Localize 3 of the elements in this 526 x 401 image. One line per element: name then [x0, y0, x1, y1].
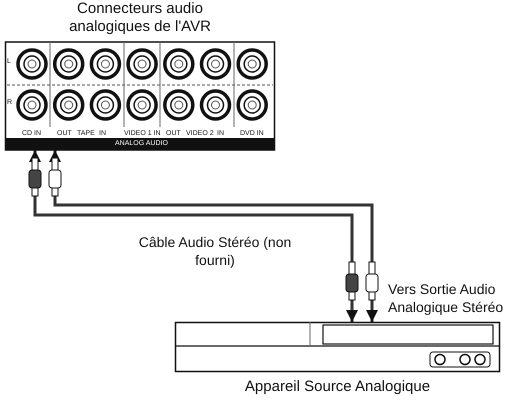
node-heading: Appareil Source Analogique	[244, 378, 432, 396]
node-heading: Connecteurs audio analogiques de l'AVR	[68, 0, 212, 36]
note: Vers Sortie Audio Analogique Stéréo	[388, 280, 504, 316]
